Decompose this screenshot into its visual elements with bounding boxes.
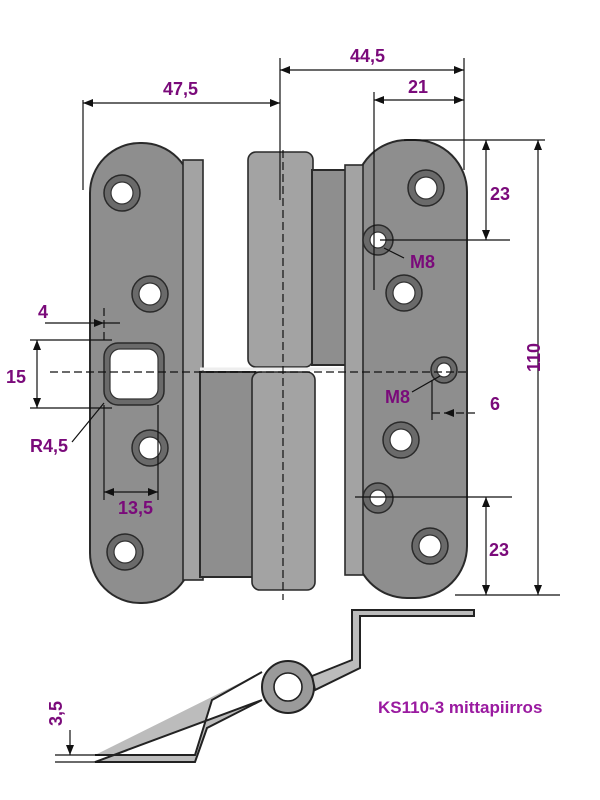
dim-6: 6 (490, 394, 500, 414)
dim-23-bottom: 23 (489, 540, 509, 560)
right-leaf-hole-top (407, 169, 445, 207)
right-hinge-leaf (344, 139, 468, 599)
right-leaf-hole-upper (385, 274, 423, 312)
dim-44-5: 44,5 (350, 46, 385, 66)
hinge-knuckles (199, 150, 360, 600)
left-leaf-hole-top (103, 174, 141, 212)
right-leaf-thread-middle (430, 356, 458, 384)
dim-3-5: 3,5 (46, 701, 66, 726)
right-leaf-hole-lower (382, 421, 420, 459)
dim-r4-5: R4,5 (30, 436, 68, 456)
left-leaf-hole-lower (131, 429, 169, 467)
dim-23-top: 23 (490, 184, 510, 204)
dim-110: 110 (524, 343, 544, 372)
dim-15: 15 (6, 367, 26, 387)
dim-m8-upper: M8 (410, 252, 435, 272)
right-leaf-thread-lower (362, 482, 394, 514)
left-leaf-hole-bottom (106, 533, 144, 571)
left-leaf-slot (103, 342, 165, 406)
hinge-side-profile (55, 609, 475, 763)
left-leaf-hole-upper (131, 275, 169, 313)
left-hinge-leaf (89, 142, 204, 604)
drawing-title: KS110-3 mittapiirros (378, 698, 542, 717)
dim-m8-lower: M8 (385, 387, 410, 407)
dim-13-5: 13,5 (118, 498, 153, 518)
dim-4: 4 (38, 302, 48, 322)
right-leaf-thread-upper (362, 224, 394, 256)
dim-21: 21 (408, 77, 428, 97)
dim-47-5: 47,5 (163, 79, 198, 99)
right-leaf-hole-bottom (411, 527, 449, 565)
dimension-lines (30, 58, 560, 596)
